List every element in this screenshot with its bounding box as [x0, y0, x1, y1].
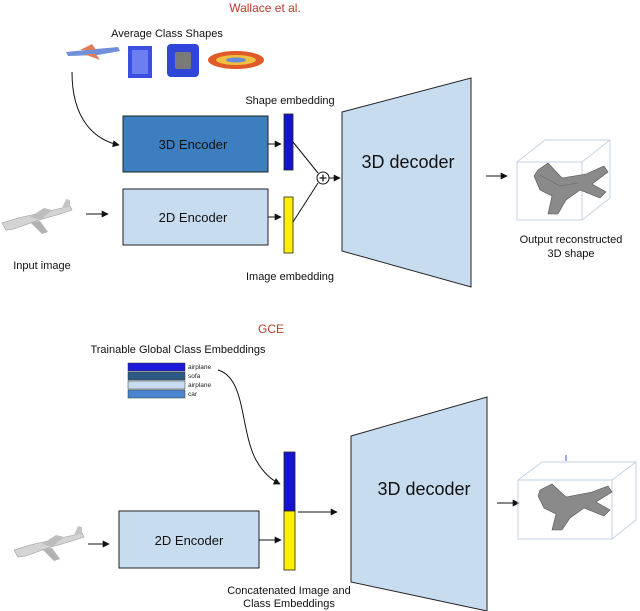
average-shape-airplane-image: [66, 44, 120, 60]
class-embedding-name-1: sofa: [188, 373, 201, 380]
image-embedding-bar: [283, 196, 294, 254]
encoder-3d-label: 3D Encoder: [159, 137, 228, 152]
class-embedding-row-3: [127, 389, 186, 399]
bottom-section-title: GCE: [258, 322, 284, 336]
shape-to-plus-line: [292, 141, 319, 174]
shape-embedding-bar: [283, 113, 294, 171]
plus-operator-icon: [316, 171, 330, 185]
concat-label-line1: Concatenated Image and: [227, 585, 351, 597]
image-to-plus-line: [292, 182, 319, 223]
encoder-2d-box-bottom: [118, 510, 260, 569]
average-shape-sofa-image: [128, 46, 152, 78]
encoder-2d-label-top: 2D Encoder: [159, 210, 228, 225]
output-3d-shape-top: [516, 139, 611, 221]
encoder-2d-label-bottom: 2D Encoder: [155, 533, 224, 548]
decoder-shape-bottom: [350, 396, 488, 611]
image-embedding-label: Image embedding: [246, 271, 334, 283]
output-label-line1: Output reconstructed: [520, 234, 623, 246]
class-embeddings-label: Trainable Global Class Embeddings: [90, 344, 266, 356]
concat-class-embedding-bar: [283, 451, 296, 512]
input-airplane-image-top: [1, 199, 73, 234]
class-embedding-table: airplane sofa airplane car: [127, 362, 212, 399]
average-shapes-label: Average Class Shapes: [111, 28, 223, 40]
embedding-to-concat-arrow: [217, 369, 281, 485]
class-embedding-name-3: car: [188, 391, 198, 398]
encoder-3d-box: [122, 115, 269, 173]
concat-image-embedding-bar: [283, 510, 296, 571]
output-3d-shape-bottom: [517, 455, 637, 540]
top-section-title: Wallace et al.: [229, 1, 301, 15]
input-image-label: Input image: [13, 260, 70, 272]
concat-label-line2: Class Embeddings: [243, 598, 335, 610]
shape-embedding-label: Shape embedding: [245, 95, 334, 107]
class-embedding-name-0: airplane: [188, 364, 212, 371]
decoder-shape-top: [341, 77, 472, 288]
average-shape-box-image: [167, 44, 199, 77]
shape-to-encoder-arrow: [71, 71, 120, 148]
class-embedding-row-1: [127, 371, 186, 381]
output-label-line2: 3D shape: [547, 248, 594, 260]
class-embedding-name-2: airplane: [188, 382, 212, 389]
input-airplane-image-bottom: [13, 526, 85, 561]
decoder-label-top: 3D decoder: [361, 152, 454, 172]
encoder-2d-box-top: [122, 188, 269, 246]
decoder-label-bottom: 3D decoder: [377, 479, 470, 499]
class-embedding-row-0: [127, 362, 186, 372]
average-shape-car-image: [208, 51, 264, 69]
class-embedding-row-2: [127, 380, 186, 390]
